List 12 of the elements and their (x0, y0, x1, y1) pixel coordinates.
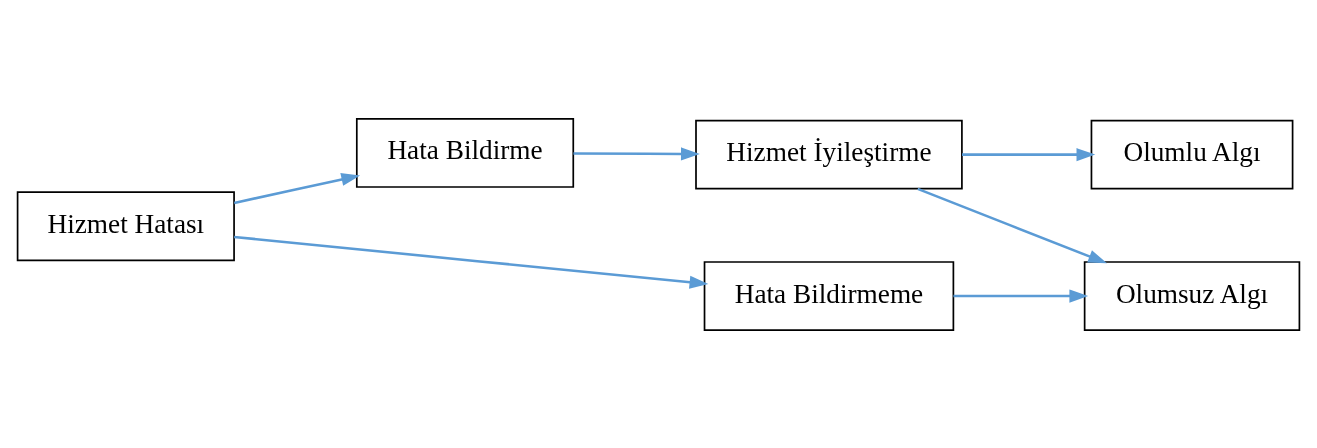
arrow (917, 187, 1108, 263)
arrow (953, 289, 1089, 303)
node-box: Hata Bildirme (355, 117, 575, 188)
arrow (233, 172, 361, 204)
node-box: Hata Bildirmeme (703, 260, 955, 331)
node-box: Olumsuz Algı (1083, 260, 1301, 331)
node-box: Hizmet Hatası (16, 190, 235, 261)
node-box: Hizmet İyileştirme (695, 119, 963, 190)
node-box: Olumlu Algı (1090, 119, 1294, 190)
arrow (962, 147, 1096, 161)
arrow (573, 146, 700, 160)
arrow (234, 235, 709, 289)
